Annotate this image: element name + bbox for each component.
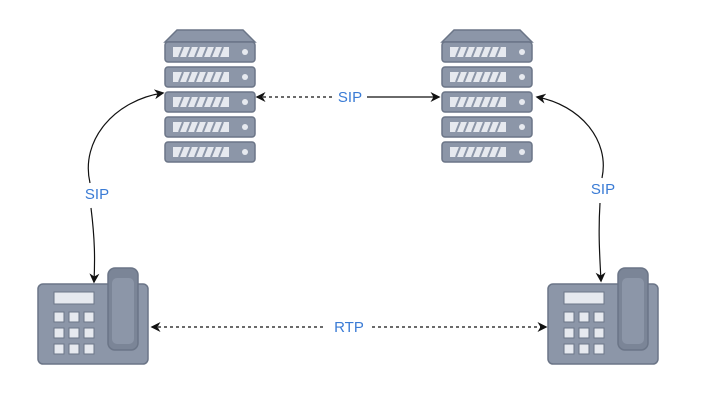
edge-right-sip-lower — [595, 202, 606, 283]
edge-label-phones: RTP — [334, 319, 364, 336]
server-left-icon — [164, 29, 256, 163]
edge-left-sip-upper — [87, 89, 165, 184]
edge-label-left: SIP — [85, 186, 109, 203]
edge-label-servers: SIP — [338, 89, 362, 106]
server-right-icon — [441, 29, 533, 163]
phone-right-icon — [547, 267, 659, 365]
edge-label-right: SIP — [591, 181, 615, 198]
phone-left-icon — [37, 267, 149, 365]
edge-right-sip-upper — [535, 93, 604, 179]
edge-left-sip-lower — [89, 207, 100, 284]
